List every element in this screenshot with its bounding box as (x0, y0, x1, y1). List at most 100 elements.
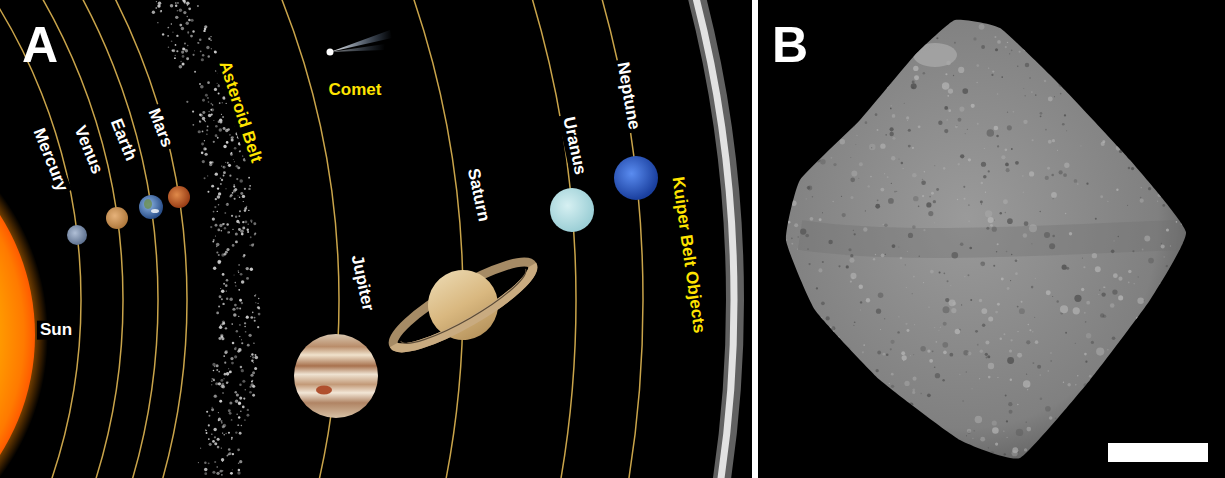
boulder (1075, 384, 1076, 385)
boulder (877, 351, 881, 355)
boulder (808, 120, 810, 122)
boulder (999, 212, 1001, 214)
boulder (837, 387, 838, 388)
boulder (985, 192, 986, 193)
boulder (1051, 174, 1054, 177)
boulder (878, 292, 884, 298)
boulder (1021, 35, 1026, 40)
boulder (988, 170, 990, 172)
boulder (1064, 445, 1066, 447)
boulder (1111, 250, 1115, 254)
boulder (799, 83, 801, 85)
asteroid-dot (252, 394, 255, 397)
boulder (1113, 389, 1115, 391)
boulder (938, 121, 942, 125)
boulder (888, 433, 891, 436)
boulder (962, 88, 968, 94)
boulder (1117, 53, 1119, 55)
boulder (966, 371, 967, 372)
asteroid-dot (194, 50, 195, 51)
boulder (955, 329, 960, 334)
boulder (891, 385, 894, 388)
boulder (881, 396, 882, 397)
asteroid-dot (171, 40, 173, 42)
boulder (822, 349, 823, 350)
asteroid-dot (234, 198, 236, 200)
boulder (959, 107, 964, 112)
asteroid-dot (227, 162, 229, 164)
boulder (1091, 399, 1095, 403)
asteroid-dot (247, 409, 249, 411)
boulder (791, 238, 793, 240)
boulder (1083, 266, 1085, 268)
boulder (1115, 377, 1117, 379)
asteroid-dot (225, 251, 228, 254)
boulder (1141, 382, 1148, 389)
boulder (833, 90, 835, 92)
asteroid-body (786, 20, 1186, 459)
boulder (1164, 416, 1166, 418)
boulder (828, 19, 831, 22)
asteroid-dot (162, 33, 164, 35)
boulder (974, 430, 975, 431)
boulder (1172, 66, 1176, 70)
boulder (1104, 392, 1106, 394)
boulder (1149, 354, 1151, 356)
asteroid-texture (783, 15, 1191, 465)
boulder (928, 306, 929, 307)
boulder (898, 246, 899, 247)
boulder (1134, 385, 1136, 387)
asteroid-dot (198, 130, 201, 133)
boulder (922, 179, 924, 181)
boulder (1010, 280, 1011, 281)
asteroid-dot (224, 227, 226, 229)
boulder (1133, 283, 1135, 285)
boulder (1027, 46, 1029, 48)
boulder (943, 351, 947, 355)
boulder (983, 175, 986, 178)
boulder (1092, 253, 1097, 258)
boulder (1151, 102, 1155, 106)
boulder (1188, 108, 1190, 110)
boulder (885, 254, 886, 255)
boulder (850, 196, 853, 199)
asteroid-dot (218, 204, 220, 206)
boulder (1135, 379, 1136, 380)
orbit-line (0, 0, 187, 478)
boulder (784, 285, 785, 286)
boulder (883, 426, 886, 429)
boulder (871, 147, 872, 148)
boulder (1005, 149, 1008, 152)
boulder (913, 196, 918, 201)
asteroid-dot (218, 371, 220, 373)
asteroid-dot (258, 298, 259, 299)
boulder (1101, 372, 1104, 375)
boulder (890, 348, 892, 350)
asteroid-dot (227, 203, 228, 204)
boulder (889, 383, 890, 384)
asteroid-dot (239, 432, 242, 435)
asteroid-dot (187, 45, 188, 46)
boulder (997, 145, 999, 147)
boulder (895, 426, 896, 427)
boulder (889, 450, 890, 451)
boulder (1060, 427, 1065, 432)
asteroid-dot (188, 19, 191, 22)
boulder (853, 126, 854, 127)
boulder (995, 311, 998, 314)
asteroid-dot (239, 150, 241, 152)
boulder (1147, 308, 1151, 312)
boulder (880, 188, 884, 192)
boulder (990, 451, 994, 455)
boulder (1004, 457, 1005, 458)
asteroid-dot (252, 356, 254, 358)
boulder (900, 257, 903, 260)
asteroid-dot (190, 35, 193, 38)
boulder (980, 201, 983, 204)
boulder (1065, 332, 1067, 334)
boulder (921, 180, 926, 185)
boulder (797, 304, 803, 310)
boulder (1027, 389, 1028, 390)
boulder (798, 73, 800, 75)
boulder (908, 145, 911, 148)
